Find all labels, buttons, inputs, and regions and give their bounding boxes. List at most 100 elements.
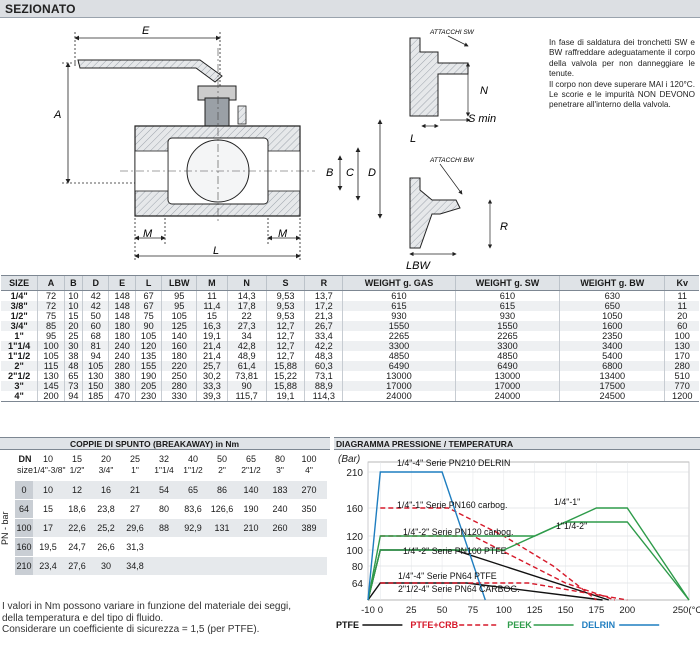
size-value: 3/4" bbox=[98, 465, 114, 475]
pn-value: 210 bbox=[15, 557, 33, 575]
torque-value: 190 bbox=[243, 504, 259, 514]
table-cell: 24000 bbox=[454, 391, 560, 402]
torque-value: 26,6 bbox=[97, 542, 115, 552]
chart-title-bar: DIAGRAMMA PRESSIONE / TEMPERATURA bbox=[334, 437, 700, 450]
table-cell: 72 bbox=[37, 301, 65, 311]
column-header: D bbox=[81, 275, 109, 291]
table-cell: 250 bbox=[161, 371, 197, 381]
table-cell: 9,53 bbox=[265, 290, 305, 301]
table-cell: 15,22 bbox=[265, 371, 305, 381]
table-cell: 3300 bbox=[342, 341, 456, 351]
table-cell: 42 bbox=[81, 290, 109, 301]
table-cell: 145 bbox=[37, 381, 65, 391]
x-tick-label: 75 bbox=[468, 605, 479, 616]
y-axis-label: (Bar) bbox=[338, 454, 360, 465]
table-cell: 330 bbox=[161, 391, 197, 402]
series-line-ptfe-crb bbox=[380, 582, 628, 601]
table-cell: 85 bbox=[37, 321, 65, 331]
table-cell: 17000 bbox=[454, 381, 560, 391]
column-header: WEIGHT g. BW bbox=[559, 275, 665, 291]
size-value: 1/2" bbox=[69, 465, 85, 475]
sw-n-label: N bbox=[480, 85, 488, 97]
table-cell: 1/2" bbox=[10, 311, 28, 321]
column-header: R bbox=[304, 275, 343, 291]
y-tick-label: 80 bbox=[352, 562, 364, 573]
table-cell: 148 bbox=[108, 301, 136, 311]
table-cell: 61,4 bbox=[226, 361, 267, 371]
table-cell: 3" bbox=[1, 381, 38, 391]
table-cell: 17,8 bbox=[226, 301, 267, 311]
table-cell: 135 bbox=[134, 351, 162, 361]
column-header: LBW bbox=[161, 275, 197, 291]
table-cell: 160 bbox=[161, 341, 197, 351]
table-cell: 240 bbox=[108, 351, 136, 361]
column-header: E bbox=[108, 275, 136, 291]
table-cell: 4850 bbox=[342, 351, 456, 361]
table-cell: 30,2 bbox=[196, 371, 228, 381]
table-cell: 180 bbox=[161, 351, 197, 361]
pn-axis-label: PN - bar bbox=[0, 511, 10, 545]
table-cell: 12,7 bbox=[265, 321, 305, 331]
y-tick-label: 210 bbox=[346, 468, 363, 479]
size-value: 3" bbox=[276, 465, 284, 475]
torque-value: 65 bbox=[187, 485, 198, 495]
dim-label-l: L bbox=[213, 245, 219, 257]
table-cell: 510 bbox=[664, 371, 699, 381]
dn-value: 15 bbox=[71, 454, 82, 464]
table-cell: 34 bbox=[226, 331, 267, 341]
table-cell: 17500 bbox=[559, 381, 665, 391]
table-cell: 240 bbox=[108, 341, 136, 351]
torque-value: 24,7 bbox=[68, 542, 86, 552]
table-cell: 60 bbox=[81, 321, 109, 331]
welding-note: In fase di saldatura dei tronchetti SW e… bbox=[549, 38, 695, 111]
torque-note-line: I valori in Nm possono variare in funzio… bbox=[2, 601, 292, 612]
dim-label-a: A bbox=[53, 109, 61, 121]
pn-value: 160 bbox=[15, 538, 33, 556]
table-cell: 10 bbox=[63, 301, 83, 311]
dim-label-m-left: M bbox=[143, 228, 153, 240]
chart-annotation: 1"1/4-2" bbox=[556, 521, 587, 531]
table-cell: 67 bbox=[134, 290, 162, 301]
table-cell: 200 bbox=[37, 391, 65, 402]
size-value: 2" bbox=[218, 465, 226, 475]
x-tick-label: 50 bbox=[437, 605, 448, 616]
table-cell: 26,7 bbox=[304, 321, 343, 331]
table-cell: 48,9 bbox=[226, 351, 267, 361]
x-tick-label: 200 bbox=[619, 605, 635, 616]
torque-value: 240 bbox=[272, 504, 288, 514]
table-cell: 73 bbox=[63, 381, 83, 391]
table-cell: 13,7 bbox=[304, 290, 343, 301]
table-cell: 105 bbox=[134, 331, 162, 341]
table-cell: 1050 bbox=[559, 311, 665, 321]
torque-value: 19,5 bbox=[39, 542, 57, 552]
table-cell: 470 bbox=[108, 391, 136, 402]
table-cell: 1200 bbox=[664, 391, 699, 402]
table-cell: 11,4 bbox=[196, 301, 228, 311]
table-cell: 115 bbox=[37, 361, 65, 371]
table-cell: 930 bbox=[342, 311, 456, 321]
table-cell: 21,4 bbox=[196, 341, 228, 351]
torque-value: 29,6 bbox=[126, 523, 144, 533]
x-tick-label: 0 bbox=[378, 605, 383, 616]
table-cell: 75 bbox=[37, 311, 65, 321]
table-cell: 6490 bbox=[454, 361, 560, 371]
table-cell: 42,8 bbox=[226, 341, 267, 351]
column-header: WEIGHT g. SW bbox=[454, 275, 560, 291]
x-tick-label: 125 bbox=[527, 605, 543, 616]
dn-value: 10 bbox=[42, 454, 53, 464]
table-cell: 73,1 bbox=[304, 371, 343, 381]
x-tick-label: 25 bbox=[406, 605, 417, 616]
chart-title: DIAGRAMMA PRESSIONE / TEMPERATURA bbox=[336, 439, 514, 449]
table-cell: 380 bbox=[108, 371, 136, 381]
table-cell: 30 bbox=[63, 341, 83, 351]
chart-annotation: 1/4"-2" Serie PN120 carbog. bbox=[403, 527, 513, 537]
sw-l-label: L bbox=[410, 133, 416, 145]
table-cell: 13000 bbox=[342, 371, 456, 381]
